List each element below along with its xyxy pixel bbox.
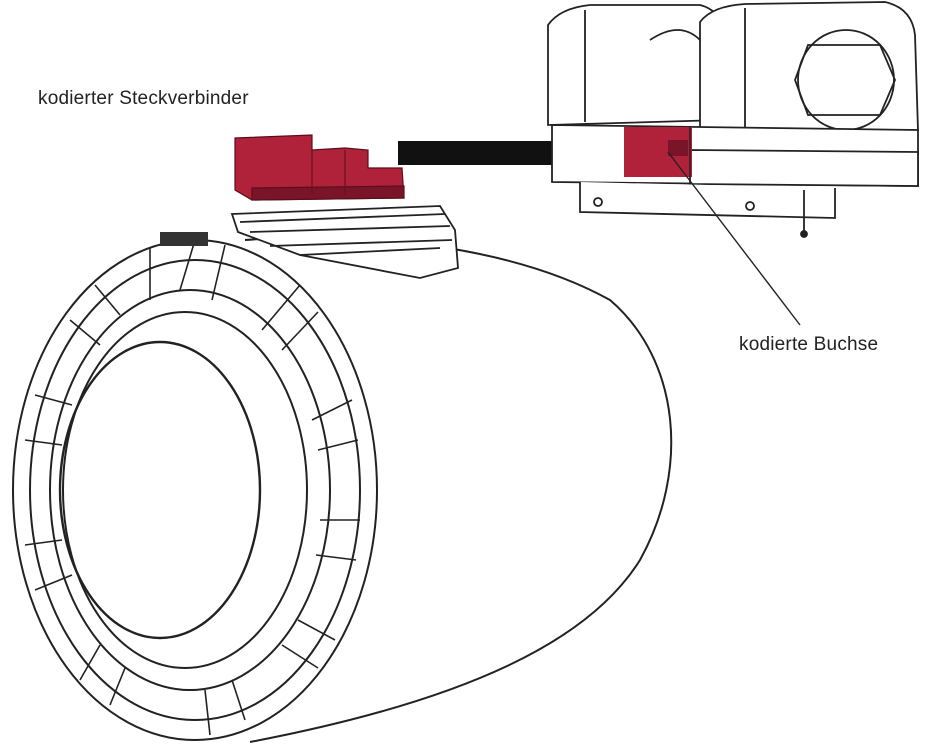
socket-leader-line — [667, 151, 801, 326]
brand-badge — [160, 232, 208, 246]
cone-inner — [58, 340, 262, 640]
clamp-left — [547, 4, 723, 126]
mounting-plate — [230, 205, 459, 279]
plug-body — [234, 134, 405, 201]
bezel-ring-1 — [29, 259, 361, 721]
speaker-pod — [12, 232, 673, 743]
grille-spokes — [24, 239, 360, 736]
coded-plug — [234, 134, 405, 201]
mount-bracket — [579, 182, 836, 219]
cone-ring — [62, 311, 308, 669]
socket-label: kodierte Buchse — [739, 334, 879, 355]
plug-label: kodierter Steckverbinder — [38, 88, 249, 109]
bezel-outer — [12, 239, 378, 741]
bezel-ring-2 — [49, 289, 331, 691]
clamp-mount — [547, 1, 919, 238]
plug-shade — [251, 185, 405, 201]
